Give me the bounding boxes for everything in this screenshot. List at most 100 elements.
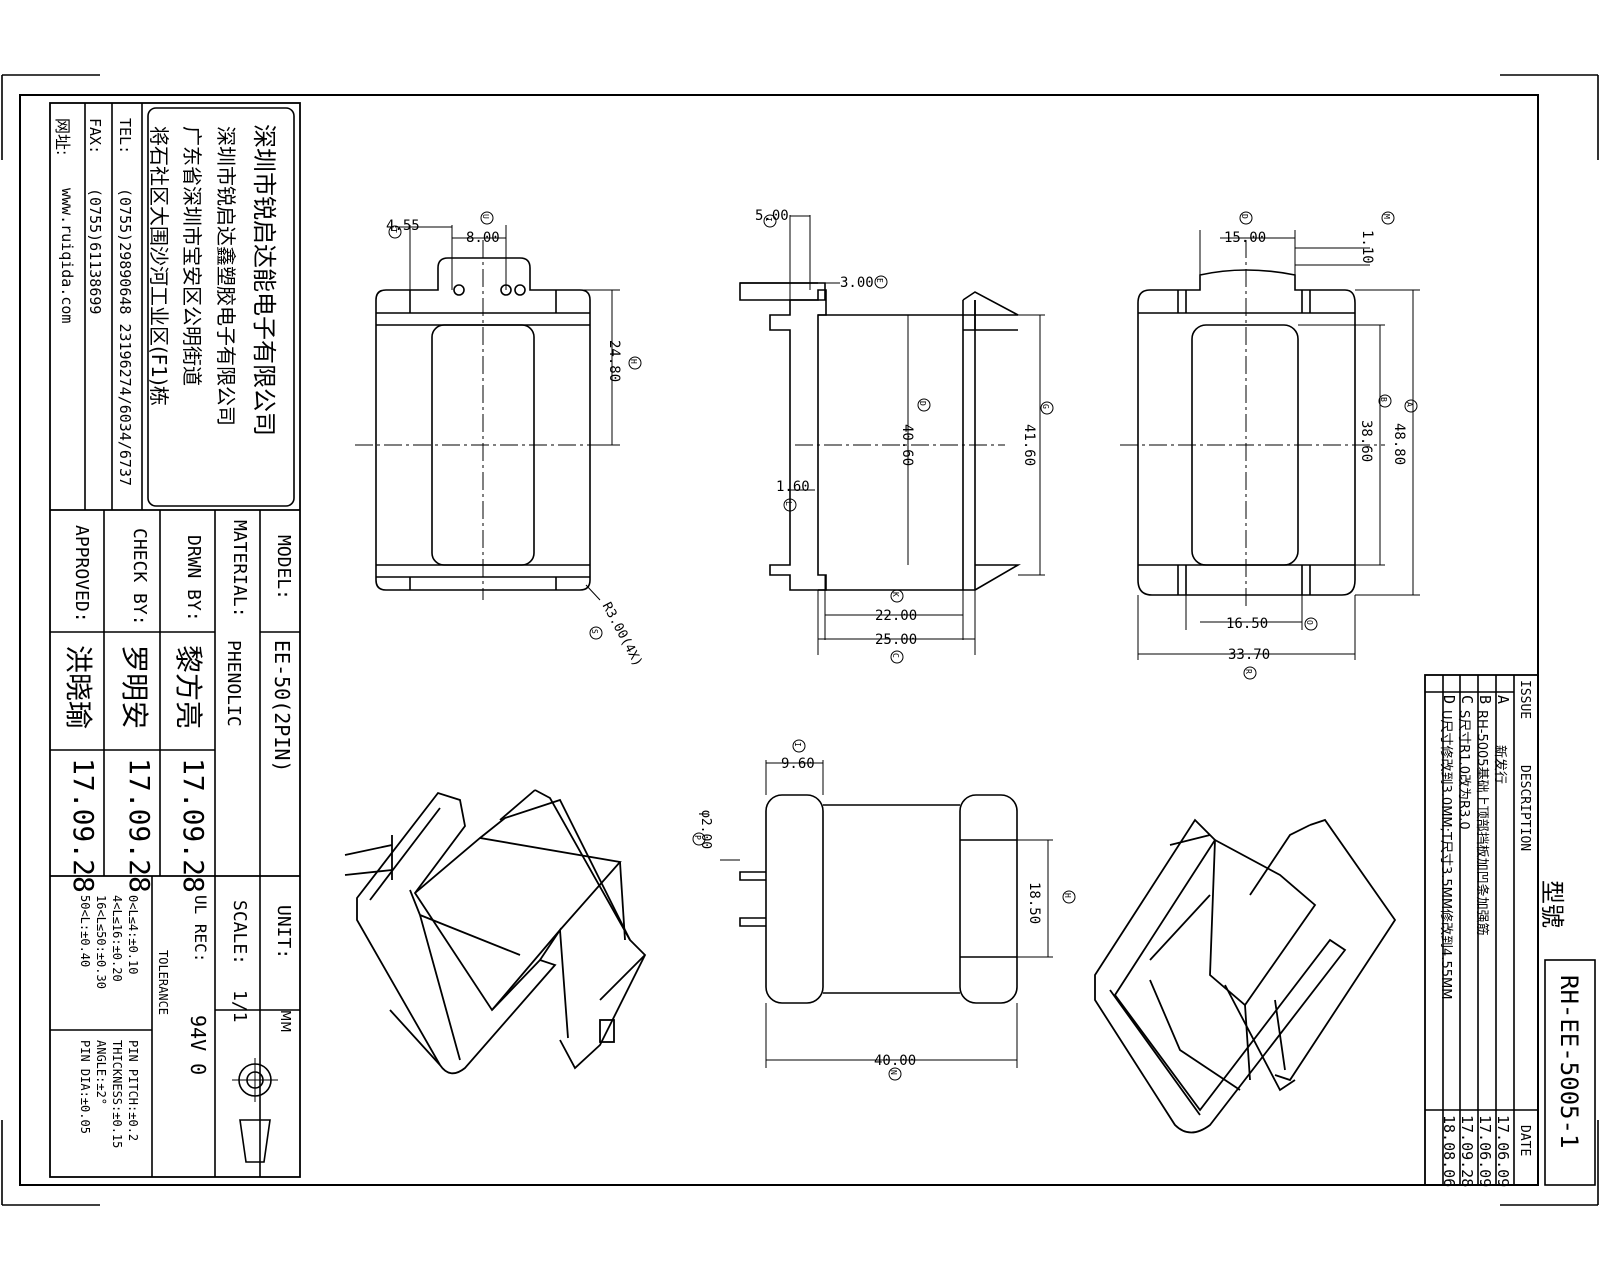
material-value: PHENOLIC	[223, 640, 244, 727]
dim-1-10: 1.10	[1359, 230, 1375, 264]
web-label: 网址:	[53, 118, 72, 156]
marker-O: O	[1305, 620, 1314, 625]
iso-left	[344, 789, 647, 1075]
check-date: 17.09.28	[123, 758, 156, 893]
type-label: 型號	[1538, 880, 1566, 928]
dim-25-00: 25.00	[875, 632, 918, 648]
tol-line-2: 4<L≤16:±0.20	[110, 895, 124, 982]
dim-18-50: 18.50	[1026, 882, 1042, 925]
dim-22-00: 22.00	[875, 608, 918, 624]
company-address2: 将石社区大围沙河工业区(F1)栋	[147, 126, 171, 406]
fax-value: (0755)61138699	[86, 188, 104, 315]
type-value: RH-EE-5005-1	[1555, 975, 1583, 1149]
dim-15-00: 15.00	[1224, 230, 1267, 246]
marker-C: C	[891, 653, 900, 658]
check-label: CHECK BY:	[129, 528, 150, 626]
dim-40-60: 40.60	[899, 424, 915, 467]
rev-b-date: 17.06.09	[1476, 1115, 1494, 1188]
unit-label: UNIT:	[273, 905, 294, 960]
scale-label: SCALE:	[229, 900, 250, 966]
drwn-name: 黎方亮	[172, 645, 205, 730]
company-name1: 深圳市锐启达能电子有限公司	[250, 124, 278, 436]
dim-33-70: 33.70	[1228, 647, 1271, 663]
web-value: www.ruiqida.com	[58, 188, 76, 324]
approved-label: APPROVED:	[71, 525, 92, 623]
col-date: DATE	[1517, 1125, 1532, 1157]
col-desc: DESCRIPTION	[1517, 765, 1532, 852]
view3	[1120, 230, 1420, 660]
dim-5-00: 5.00	[755, 208, 789, 224]
view2	[739, 215, 1045, 655]
marker-M: M	[1382, 214, 1391, 219]
rev-c-desc: S尺寸R1.0改为R3.0	[1456, 710, 1471, 830]
model-value: EE-50(2PIN)	[270, 640, 294, 773]
tol-other-4: PIN DIA:±0.05	[78, 1040, 92, 1134]
marker-D: D	[1240, 214, 1249, 219]
marker-K: K	[891, 592, 900, 597]
marker-D-v2: D	[918, 401, 927, 406]
rev-d-desc: U尺寸修改到3.0MM;T尺寸3.5MM修改到4.55MM	[1438, 710, 1453, 1000]
marker-R: R	[1244, 669, 1253, 674]
marker-T: T	[389, 228, 398, 233]
scale-value: 1/1	[229, 990, 250, 1023]
marker-H: H	[629, 359, 638, 364]
rev-a-date: 17.06.09	[1494, 1115, 1512, 1188]
dim-48-80: 48.80	[1391, 423, 1407, 466]
tol-line-1: 0<L≤4:±0.10	[126, 895, 140, 975]
tol-other-1: PIN PITCH:±0.2	[126, 1040, 140, 1142]
tolerance-label: TOLERANCE	[156, 950, 170, 1016]
marker-S: S	[590, 629, 599, 634]
company-name2: 深圳市锐启达鑫塑胶电子有限公司	[214, 126, 238, 426]
ul-value: 94V 0	[186, 1015, 210, 1076]
view4	[720, 760, 1053, 1068]
dim-24-80: 24.80	[606, 340, 622, 383]
marker-U: U	[481, 214, 490, 219]
dim-phi-2-00: φ2.00	[698, 810, 713, 850]
marker-E: E	[875, 278, 884, 283]
ul-label: UL REC:	[191, 895, 210, 963]
dim-4-55: 4.55	[386, 218, 420, 234]
tol-other-2: THICKNESS:±0.15	[110, 1040, 124, 1149]
check-name: 罗明安	[118, 645, 151, 730]
dim-40-00: 40.00	[874, 1053, 917, 1069]
marker-I: I	[764, 217, 773, 222]
rev-a-issue: A	[1494, 695, 1512, 705]
tol-line-4: 50<L:±0.40	[78, 895, 92, 968]
tol-line-3: 16<L≤50:±0.30	[94, 895, 108, 989]
fax-label: FAX:	[86, 118, 104, 155]
model-label: MODEL:	[273, 535, 294, 601]
marker-H-v4: H	[1063, 893, 1072, 898]
rev-c-issue: C	[1458, 695, 1476, 705]
marker-A: A	[1405, 402, 1414, 407]
dim-3-00: 3.00	[840, 275, 874, 291]
dim-8-00: 8.00	[466, 230, 500, 246]
rev-a-desc: 新发行	[1492, 745, 1507, 785]
marker-B: B	[1379, 397, 1388, 402]
col-issue: ISSUE	[1517, 680, 1532, 720]
tel-label: TEL:	[116, 118, 134, 155]
iso-right	[1094, 818, 1397, 1134]
dim-41-60: 41.60	[1021, 424, 1037, 467]
material-label: MATERIAL:	[229, 520, 250, 618]
tel-value: (0755)29890648 23196274/6034/6737	[116, 188, 134, 487]
unit-value: MM	[277, 1010, 292, 1033]
marker-L: L	[784, 501, 793, 506]
tol-other-3: ANGLE:±2°	[94, 1040, 108, 1106]
dim-16-50: 16.50	[1226, 616, 1269, 632]
rev-b-desc: RH-5005基础上顶部挡板加凹条加强筋	[1474, 710, 1489, 936]
dim-9-60: 9.60	[781, 756, 815, 772]
drwn-label: DRWN BY:	[183, 535, 204, 622]
marker-P: P	[693, 835, 702, 840]
rev-c-date: 17.09.28	[1458, 1115, 1476, 1188]
dim-38-60: 38.60	[1358, 420, 1374, 463]
view1	[355, 225, 620, 601]
marker-G: G	[1041, 404, 1050, 409]
approved-date: 17.09.28	[67, 758, 100, 893]
marker-N: N	[889, 1070, 898, 1075]
dim-1-60: 1.60	[776, 479, 810, 495]
rev-d-date: 18.08.06	[1440, 1115, 1458, 1188]
approved-name: 洪晓瑜	[62, 645, 95, 730]
rev-d-issue: D	[1440, 695, 1458, 705]
